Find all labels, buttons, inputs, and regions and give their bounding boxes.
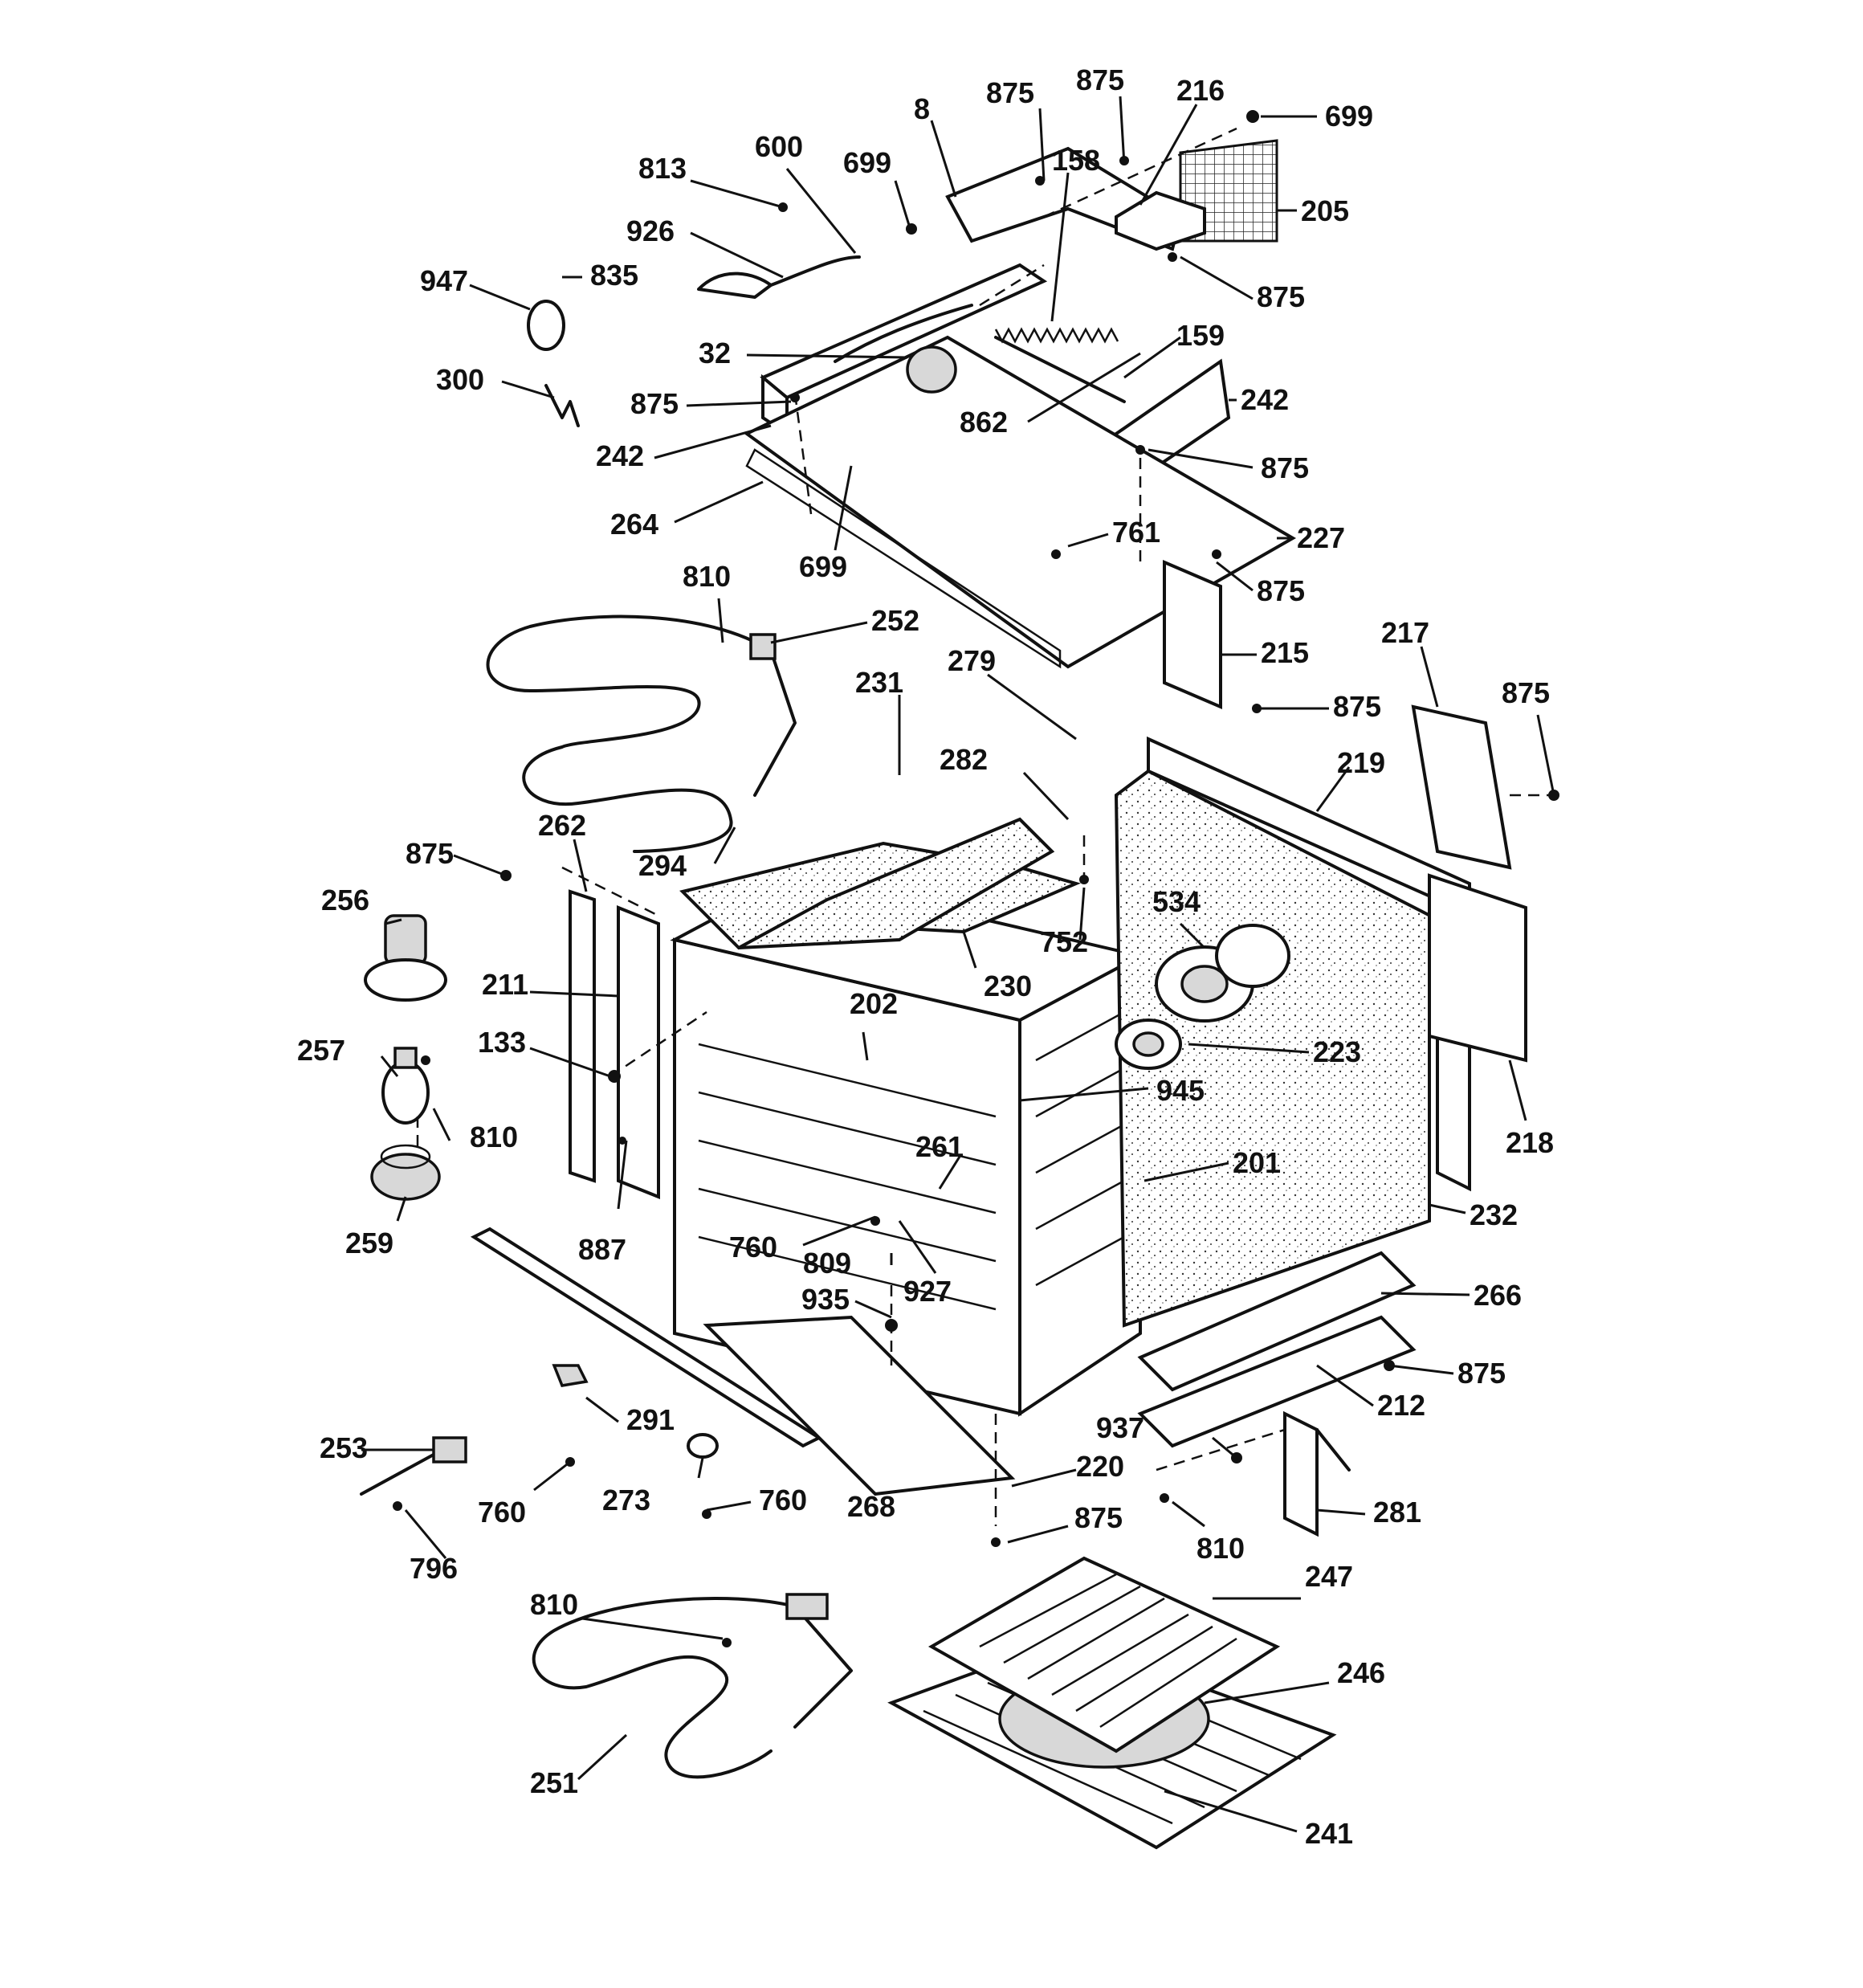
- callout-216: 216: [1176, 74, 1225, 107]
- callout-220: 220: [1076, 1450, 1124, 1483]
- callout-699: 699: [843, 146, 891, 179]
- callout-796: 796: [410, 1552, 458, 1585]
- callout-268: 268: [847, 1490, 895, 1523]
- callout-251: 251: [530, 1766, 578, 1799]
- callout-218: 218: [1506, 1126, 1554, 1159]
- callout-294: 294: [638, 849, 687, 882]
- callout-300: 300: [436, 363, 484, 396]
- callout-242: 242: [1241, 383, 1289, 416]
- rear-wall: [1114, 736, 1471, 1328]
- callout-32: 32: [699, 337, 731, 369]
- callout-282: 282: [940, 743, 988, 776]
- callout-262: 262: [538, 809, 586, 842]
- callout-937: 937: [1096, 1411, 1144, 1444]
- callout-760: 760: [478, 1496, 526, 1529]
- callout-205: 205: [1301, 194, 1349, 227]
- callout-810: 810: [683, 560, 731, 593]
- bake-element: [532, 1593, 853, 1779]
- lower-frame: [360, 1227, 1417, 1537]
- callout-699: 699: [1325, 100, 1373, 133]
- callout-875: 875: [1457, 1357, 1506, 1390]
- callout-760: 760: [759, 1484, 807, 1517]
- callout-875: 875: [1257, 574, 1305, 607]
- callout-159: 159: [1176, 319, 1225, 352]
- callout-252: 252: [871, 604, 919, 637]
- callout-158: 158: [1052, 144, 1100, 177]
- callout-259: 259: [345, 1227, 393, 1259]
- callout-201: 201: [1233, 1146, 1281, 1179]
- callout-752: 752: [1040, 925, 1088, 958]
- broil-element: [486, 614, 797, 853]
- callout-887: 887: [578, 1233, 626, 1266]
- callout-273: 273: [602, 1484, 650, 1517]
- left-side-parts: [364, 889, 660, 1201]
- callout-875: 875: [630, 387, 679, 420]
- callout-534: 534: [1152, 885, 1201, 918]
- broiler-pan-and-rack: [887, 1556, 1337, 1850]
- callout-227: 227: [1297, 521, 1345, 554]
- callout-875: 875: [1074, 1501, 1123, 1534]
- callout-266: 266: [1474, 1279, 1522, 1312]
- callout-217: 217: [1381, 616, 1429, 649]
- callout-761: 761: [1112, 516, 1160, 549]
- callout-945: 945: [1156, 1074, 1205, 1107]
- callout-242: 242: [596, 439, 644, 472]
- callout-926: 926: [626, 214, 675, 247]
- callout-212: 212: [1377, 1389, 1425, 1422]
- callout-760: 760: [729, 1231, 777, 1263]
- callout-241: 241: [1305, 1817, 1353, 1850]
- control-housing-assembly: [527, 139, 1297, 710]
- side-panels: [1411, 704, 1527, 1063]
- callout-810: 810: [470, 1121, 518, 1153]
- callout-232: 232: [1470, 1198, 1518, 1231]
- callout-875: 875: [986, 76, 1034, 109]
- callout-875: 875: [1261, 451, 1309, 484]
- leader-lines: [361, 96, 1555, 1833]
- callout-813: 813: [638, 152, 687, 185]
- callout-202: 202: [850, 987, 898, 1020]
- callout-labels: 8 875 875 216 699 813 600 699 158 205 92…: [297, 63, 1554, 1850]
- callout-810: 810: [1196, 1532, 1245, 1565]
- callout-875: 875: [1257, 280, 1305, 313]
- oven-cavity: [670, 817, 1145, 1417]
- callout-8: 8: [914, 92, 930, 125]
- rack-guides: [698, 1010, 1125, 1311]
- callout-223: 223: [1313, 1035, 1361, 1068]
- callout-935: 935: [801, 1283, 850, 1316]
- callout-246: 246: [1337, 1656, 1385, 1689]
- callout-257: 257: [297, 1034, 345, 1067]
- callout-875: 875: [406, 837, 454, 870]
- grid-slots: [979, 1573, 1237, 1729]
- callout-947: 947: [420, 264, 468, 297]
- callout-247: 247: [1305, 1560, 1353, 1593]
- callout-215: 215: [1261, 636, 1309, 669]
- callout-279: 279: [948, 644, 996, 677]
- callout-231: 231: [855, 666, 903, 699]
- callout-927: 927: [903, 1275, 952, 1308]
- callout-600: 600: [755, 130, 803, 163]
- callout-810: 810: [530, 1588, 578, 1621]
- callout-261: 261: [915, 1130, 964, 1163]
- callout-264: 264: [610, 508, 658, 541]
- callout-875: 875: [1076, 63, 1124, 96]
- callout-281: 281: [1373, 1496, 1421, 1529]
- callout-835: 835: [590, 259, 638, 292]
- callout-256: 256: [321, 884, 369, 916]
- callout-253: 253: [320, 1431, 368, 1464]
- callout-699: 699: [799, 550, 847, 583]
- callout-230: 230: [984, 970, 1032, 1002]
- callout-809: 809: [803, 1247, 851, 1280]
- fasteners: [393, 110, 1559, 1647]
- callout-219: 219: [1337, 746, 1385, 779]
- callout-862: 862: [960, 406, 1008, 439]
- callout-875: 875: [1333, 690, 1381, 723]
- callout-291: 291: [626, 1403, 675, 1436]
- callout-133: 133: [478, 1026, 526, 1059]
- callout-875: 875: [1502, 676, 1550, 709]
- callout-211: 211: [482, 968, 528, 1001]
